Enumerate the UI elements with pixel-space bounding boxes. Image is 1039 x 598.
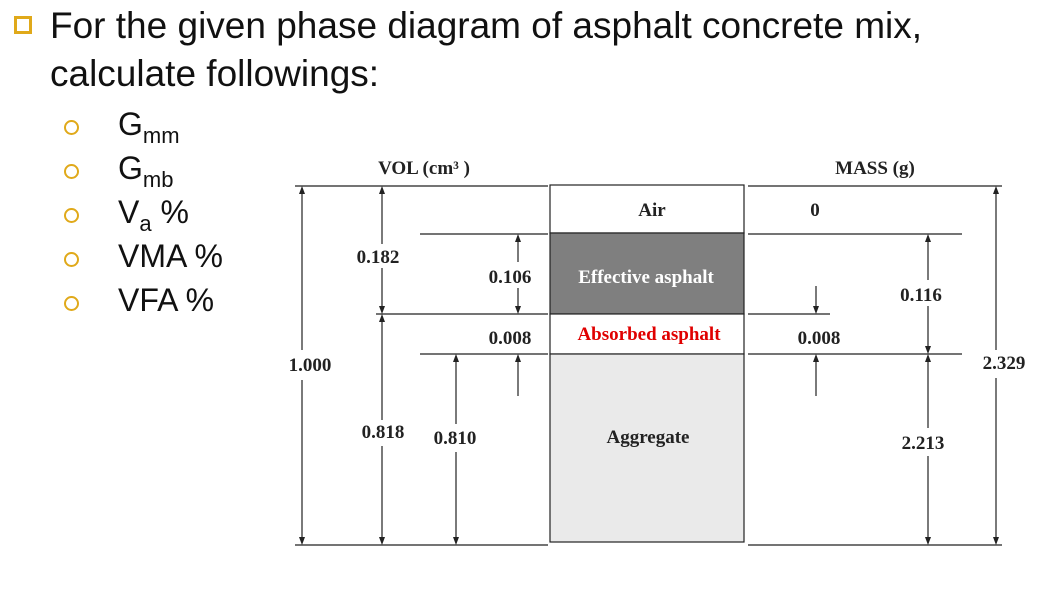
aggregate-label: Aggregate <box>606 427 689 448</box>
circle-bullet-icon <box>64 208 79 223</box>
calculation-list: Gmm Gmb Va % VMA % VFA % <box>62 104 223 324</box>
effective-asphalt-block <box>549 232 745 315</box>
aggregate-block <box>549 353 745 543</box>
aggregate-mass-value: 2.213 <box>902 433 945 454</box>
aggregate-volume-value: 0.810 <box>434 428 477 449</box>
absorbed-asphalt-volume-value: 0.008 <box>489 328 532 349</box>
list-item-gmm: Gmm <box>62 104 223 148</box>
effective-asphalt-volume-value: 0.106 <box>489 267 532 288</box>
bulk-aggregate-volume-value: 0.818 <box>362 422 405 443</box>
absorbed-asphalt-label: Absorbed asphalt <box>577 324 721 345</box>
phase-column <box>549 184 745 543</box>
circle-bullet-icon <box>64 296 79 311</box>
mass-header: MASS (g) <box>835 158 915 179</box>
voids-effective-volume-value: 0.182 <box>357 247 400 268</box>
air-block <box>549 184 745 234</box>
square-bullet-icon <box>14 16 32 34</box>
question-heading: For the given phase diagram of asphalt c… <box>14 2 1034 98</box>
total-mass-value: 2.329 <box>983 353 1026 374</box>
air-label: Air <box>638 200 666 221</box>
volume-header: VOL (cm³ ) <box>378 158 470 179</box>
list-item-va: Va % <box>62 192 223 236</box>
circle-bullet-icon <box>64 120 79 135</box>
total-volume-value: 1.000 <box>289 355 332 376</box>
circle-bullet-icon <box>64 164 79 179</box>
absorbed-asphalt-mass-value: 0.008 <box>798 328 841 349</box>
dimension-arrows <box>299 186 999 545</box>
asphalt-mass-value: 0.116 <box>900 285 942 306</box>
effective-asphalt-label: Effective asphalt <box>578 267 714 288</box>
absorbed-asphalt-block <box>549 313 745 355</box>
list-item-vfa: VFA % <box>62 280 223 324</box>
air-mass-value: 0 <box>810 200 820 221</box>
heading-text: For the given phase diagram of asphalt c… <box>50 5 923 94</box>
list-item-vma: VMA % <box>62 236 223 280</box>
circle-bullet-icon <box>64 252 79 267</box>
list-item-gmb: Gmb <box>62 148 223 192</box>
